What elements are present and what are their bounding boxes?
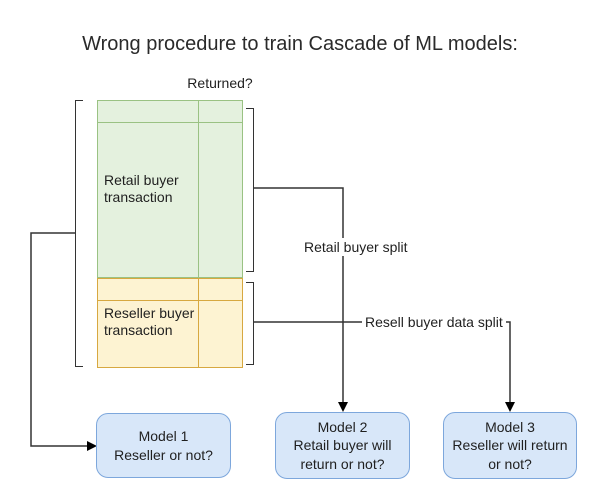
retail-transactions-label: Retail buyer transaction — [104, 172, 179, 206]
reseller-transactions-label: Reseller buyer transaction — [104, 305, 195, 339]
retail-data-bracket — [246, 108, 254, 272]
retail-column-divider — [198, 101, 199, 277]
model3-arrowhead-icon — [505, 402, 515, 412]
retail-split-edge-label: Retail buyer split — [301, 238, 411, 256]
reseller-transactions-table: Reseller buyer transaction — [97, 278, 243, 368]
reseller-header-divider — [98, 300, 242, 301]
retail-transactions-table: Retail buyer transaction — [97, 100, 243, 278]
model-3-box: Model 3 Reseller will return or not? — [443, 412, 577, 479]
retail-split-connector-line — [253, 187, 344, 403]
retail-header-divider — [98, 122, 242, 123]
diagram-title: Wrong procedure to train Cascade of ML m… — [82, 33, 518, 55]
model-2-box: Model 2 Retail buyer will return or not? — [275, 412, 410, 479]
reseller-column-divider — [198, 279, 199, 367]
resell-split-connector-line — [253, 321, 511, 403]
reseller-data-bracket — [246, 282, 254, 365]
returned-column-header: Returned? — [187, 75, 253, 91]
model-1-box: Model 1 Reseller or not? — [96, 413, 231, 478]
resell-split-edge-label: Resell buyer data split — [362, 313, 506, 331]
model2-arrowhead-icon — [338, 402, 348, 412]
full-data-bracket — [75, 100, 83, 367]
